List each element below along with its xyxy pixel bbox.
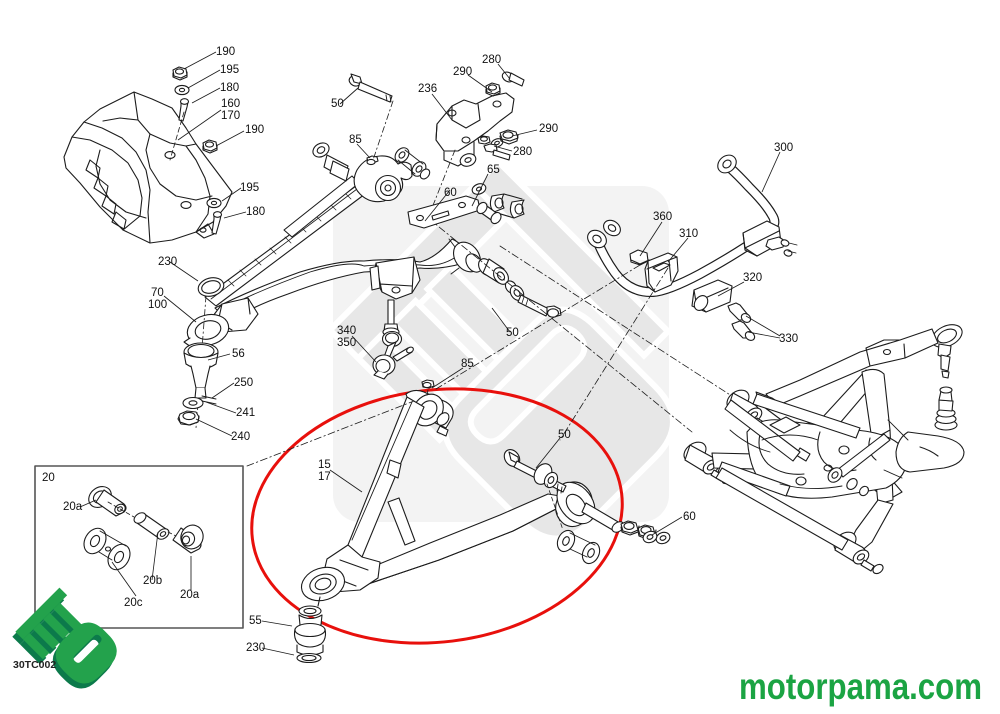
svg-text:280: 280 (513, 146, 532, 158)
svg-text:360: 360 (653, 211, 672, 223)
svg-text:180: 180 (220, 82, 239, 94)
svg-text:60: 60 (444, 187, 457, 199)
svg-text:50: 50 (558, 429, 571, 441)
svg-text:85: 85 (461, 358, 474, 370)
svg-text:180: 180 (246, 206, 265, 218)
svg-text:236: 236 (418, 83, 437, 95)
svg-text:290: 290 (453, 66, 472, 78)
svg-text:20c: 20c (124, 597, 143, 609)
svg-text:230: 230 (246, 642, 265, 654)
svg-text:350: 350 (337, 337, 356, 349)
svg-text:190: 190 (216, 46, 235, 58)
svg-text:340: 340 (337, 325, 356, 337)
svg-text:20a: 20a (180, 589, 200, 601)
svg-text:motorpama.com: motorpama.com (739, 666, 982, 707)
svg-text:290: 290 (539, 123, 558, 135)
svg-text:65: 65 (487, 164, 500, 176)
svg-text:280: 280 (482, 54, 501, 66)
svg-text:195: 195 (220, 64, 239, 76)
svg-text:20: 20 (42, 472, 55, 484)
svg-text:250: 250 (234, 377, 253, 389)
svg-text:241: 241 (236, 407, 255, 419)
svg-text:85: 85 (349, 134, 362, 146)
svg-text:20b: 20b (143, 575, 162, 587)
svg-text:17: 17 (318, 471, 331, 483)
svg-text:50: 50 (506, 327, 519, 339)
svg-text:70: 70 (151, 287, 164, 299)
svg-text:15: 15 (318, 459, 331, 471)
svg-text:300: 300 (774, 142, 793, 154)
svg-text:240: 240 (231, 431, 250, 443)
svg-text:100: 100 (148, 299, 167, 311)
svg-text:56: 56 (232, 348, 245, 360)
svg-text:60: 60 (683, 511, 696, 523)
svg-text:230: 230 (158, 256, 177, 268)
svg-text:195: 195 (240, 182, 259, 194)
svg-text:160: 160 (221, 98, 240, 110)
svg-text:320: 320 (743, 272, 762, 284)
svg-text:170: 170 (221, 110, 240, 122)
svg-text:330: 330 (779, 333, 798, 345)
svg-text:190: 190 (245, 124, 264, 136)
svg-text:50: 50 (331, 98, 344, 110)
svg-text:30TC002: 30TC002 (13, 659, 56, 671)
svg-text:310: 310 (679, 228, 698, 240)
svg-text:55: 55 (249, 615, 262, 627)
svg-text:20a: 20a (63, 501, 83, 513)
